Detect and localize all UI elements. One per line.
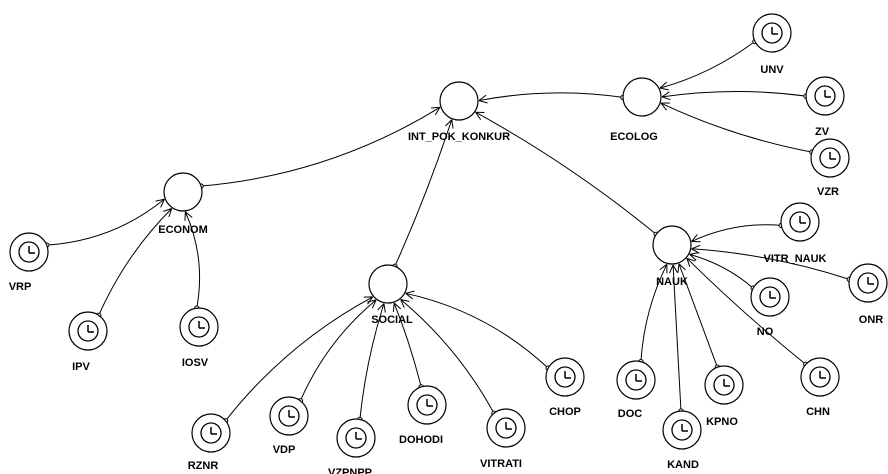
- clock-icon: [77, 320, 99, 342]
- clock-icon: [759, 286, 781, 308]
- edge-dohodi-to-social: [392, 302, 422, 388]
- clock-icon: [809, 366, 831, 388]
- edge-nauk-to-int: [475, 111, 657, 235]
- node-label-vrp: VRP: [9, 281, 32, 293]
- node-label-social: SOCIAL: [371, 314, 413, 326]
- node-label-vitrati: VITRATI: [480, 458, 522, 470]
- node-label-chn: CHN: [806, 406, 830, 418]
- node-circle: [163, 172, 203, 212]
- node-kand[interactable]: [662, 410, 702, 450]
- node-label-iosv: IOSV: [182, 357, 209, 369]
- node-iosv[interactable]: [179, 307, 219, 347]
- node-vdp[interactable]: [269, 396, 309, 436]
- node-label-doc: DOC: [618, 408, 643, 420]
- edge-no-to-nauk: [689, 252, 754, 289]
- clock-icon: [200, 422, 222, 444]
- clock-icon: [761, 22, 783, 44]
- clock-icon: [554, 366, 576, 388]
- clock-icon: [18, 241, 40, 263]
- node-int[interactable]: [439, 81, 479, 121]
- edge-ipv-to-econom: [98, 208, 173, 316]
- node-vzpnpp[interactable]: [336, 418, 376, 458]
- edge-vitrati-to-social: [400, 298, 495, 414]
- node-onr[interactable]: [848, 263, 888, 303]
- clock-icon: [416, 394, 438, 416]
- node-kpno[interactable]: [704, 365, 744, 405]
- clock-icon: [495, 417, 517, 439]
- node-label-econom: ECONOM: [158, 224, 208, 236]
- edge-onr-to-nauk: [691, 244, 850, 280]
- node-label-int: INT_POK_KONKUR: [408, 131, 510, 143]
- node-vitrnauk[interactable]: [780, 202, 820, 242]
- node-rznr[interactable]: [191, 413, 231, 453]
- edge-kpno-to-nauk: [677, 263, 718, 368]
- node-circle: [622, 77, 662, 117]
- edge-vzr-to-ecolog: [660, 102, 813, 153]
- edge-iosv-to-econom: [184, 211, 201, 309]
- node-no[interactable]: [750, 277, 790, 317]
- node-ipv[interactable]: [68, 311, 108, 351]
- clock-icon: [625, 369, 647, 391]
- node-vzr[interactable]: [810, 138, 850, 178]
- node-label-chop: CHOP: [549, 406, 581, 418]
- node-circle: [652, 225, 692, 265]
- node-dohodi[interactable]: [407, 385, 447, 425]
- edge-chn-to-nauk: [686, 257, 807, 365]
- node-circle: [368, 264, 408, 304]
- edge-vdp-to-social: [299, 299, 377, 401]
- node-label-kand: KAND: [667, 459, 699, 471]
- edge-econom-to-int: [201, 106, 441, 187]
- node-circle: [439, 81, 479, 121]
- node-label-vzpnpp: VZPNPP: [328, 467, 372, 474]
- node-label-vdp: VDP: [273, 444, 296, 456]
- edge-doc-to-nauk: [640, 263, 668, 362]
- node-label-vitrnauk: VITR_NAUK: [764, 253, 827, 265]
- clock-icon: [713, 374, 735, 396]
- edge-social-to-int: [394, 119, 454, 267]
- node-doc[interactable]: [616, 360, 656, 400]
- node-vrp[interactable]: [9, 232, 49, 272]
- node-label-ipv: IPV: [72, 361, 90, 373]
- edge-vzpnpp-to-social: [359, 303, 386, 420]
- edge-unv-to-ecolog: [659, 40, 756, 91]
- node-label-kpno: KPNO: [706, 416, 738, 428]
- node-label-ecolog: ECOLOG: [610, 131, 658, 143]
- clock-icon: [278, 405, 300, 427]
- node-chop[interactable]: [545, 357, 585, 397]
- node-label-no: NO: [757, 326, 774, 338]
- node-label-zv: ZV: [815, 126, 830, 138]
- node-label-dohodi: DOHODI: [399, 434, 443, 446]
- node-label-onr: ONR: [859, 314, 884, 326]
- node-econom[interactable]: [163, 172, 203, 212]
- clock-icon: [819, 147, 841, 169]
- node-zv[interactable]: [805, 76, 845, 116]
- node-label-nauk: NAUK: [656, 276, 688, 288]
- edge-ecolog-to-int: [478, 92, 624, 104]
- node-label-vzr: VZR: [817, 186, 839, 198]
- nodes-layer: [9, 13, 888, 458]
- node-label-rznr: RZNR: [188, 460, 219, 472]
- edge-vitrnauk-to-nauk: [691, 224, 782, 243]
- node-label-unv: UNV: [760, 64, 784, 76]
- edge-kand-to-nauk: [669, 264, 682, 412]
- edge-vrp-to-econom: [46, 198, 165, 246]
- clock-icon: [857, 272, 879, 294]
- clock-icon: [814, 85, 836, 107]
- node-vitrati[interactable]: [486, 408, 526, 448]
- node-nauk[interactable]: [652, 225, 692, 265]
- edge-rznr-to-social: [225, 296, 374, 422]
- node-social[interactable]: [368, 264, 408, 304]
- clock-icon: [789, 211, 811, 233]
- node-ecolog[interactable]: [622, 77, 662, 117]
- edge-chop-to-social: [405, 290, 549, 369]
- clock-icon: [671, 419, 693, 441]
- clock-icon: [345, 427, 367, 449]
- edge-zv-to-ecolog: [661, 90, 807, 101]
- node-chn[interactable]: [800, 357, 840, 397]
- node-unv[interactable]: [752, 13, 792, 53]
- labels-layer: INT_POK_KONKUR ECOLOG ECONOM SOCIAL NAUK UNV Z…: [9, 64, 884, 474]
- clock-icon: [188, 316, 210, 338]
